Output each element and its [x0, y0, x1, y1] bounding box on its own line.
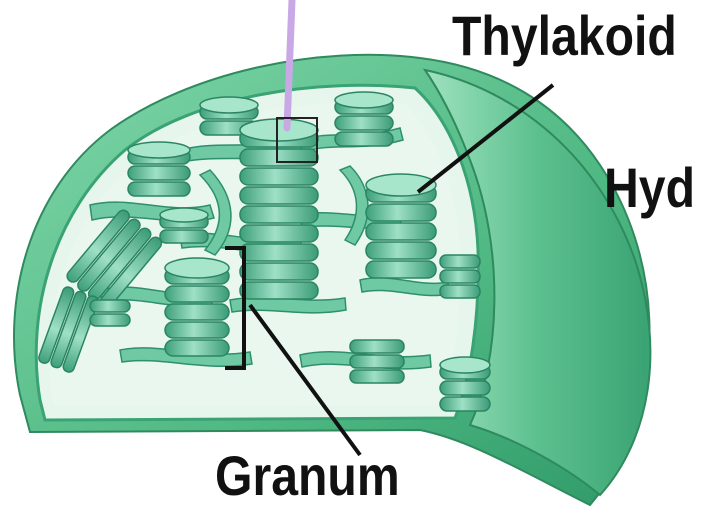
probe-line — [287, 0, 292, 128]
thylakoid-label: Thylakoid — [452, 8, 677, 64]
hyd-label: Hyd — [604, 160, 695, 216]
granum-label: Granum — [215, 448, 400, 504]
